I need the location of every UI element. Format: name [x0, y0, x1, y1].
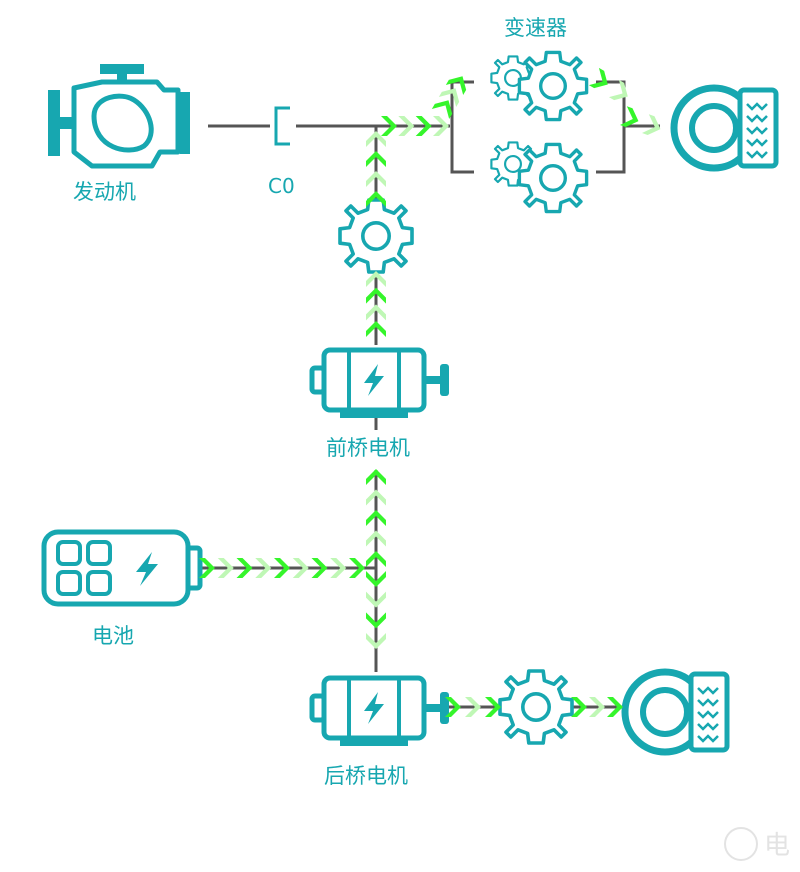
clutch-icon — [274, 106, 290, 146]
transmission-gears — [490, 50, 589, 214]
rear-tire-icon — [625, 672, 727, 752]
watermark-logo-icon — [723, 826, 758, 861]
energy-flow-arrows — [199, 67, 664, 717]
engine-icon — [48, 64, 190, 169]
front-motor-label: 前桥电机 — [326, 436, 410, 460]
battery-icon — [41, 529, 203, 607]
battery-label: 电池 — [92, 624, 134, 648]
front-gear-icon — [338, 198, 414, 274]
engine-label: 发动机 — [73, 180, 136, 204]
rear-motor-icon — [312, 678, 449, 746]
flow-arrow-16 — [608, 79, 633, 106]
rear-gear-icon — [498, 669, 574, 745]
clutch-label: C0 — [268, 174, 295, 198]
front-tire-icon — [674, 88, 776, 168]
watermark-text: 电 — [763, 831, 790, 861]
watermark: 电 — [723, 825, 790, 862]
front-motor-icon — [312, 350, 449, 418]
transmission-label: 变速器 — [504, 16, 567, 40]
rear-motor-label: 后桥电机 — [324, 764, 408, 788]
